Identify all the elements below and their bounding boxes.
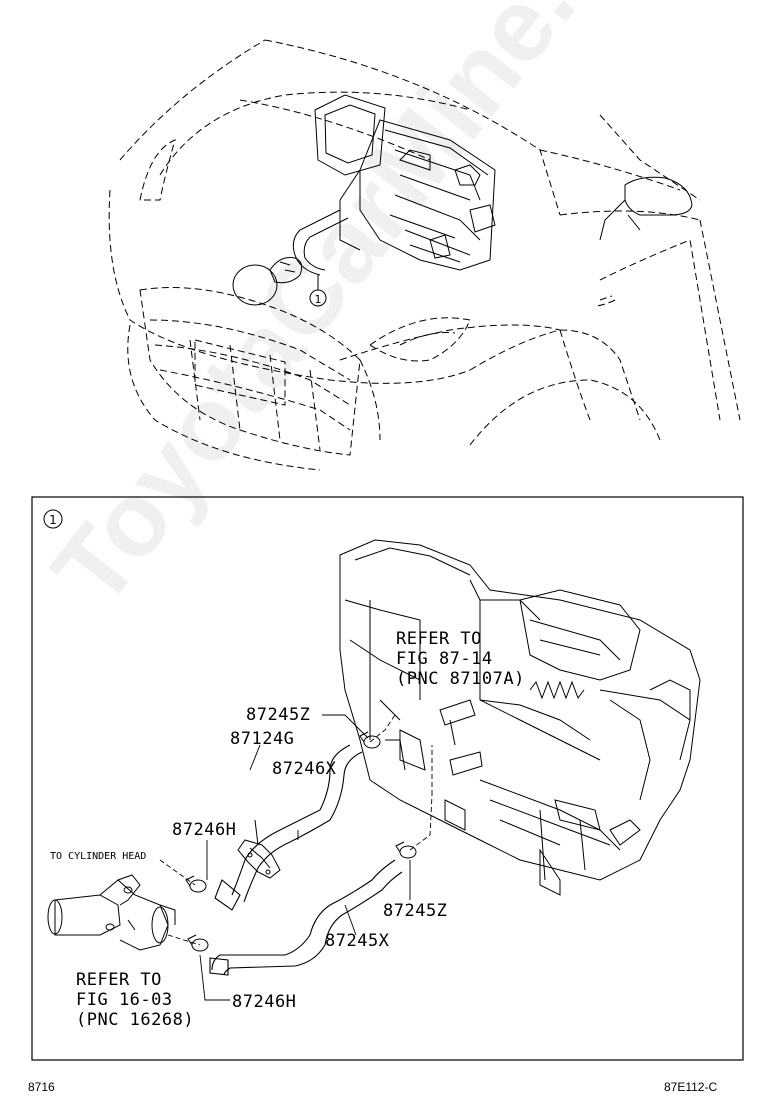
refer-87-14-line2: FIG 87-14 [396, 649, 493, 669]
part-label-87246X[interactable]: 87246X [272, 759, 337, 779]
vehicle-overview [108, 39, 741, 471]
bracket-87124G [237, 819, 281, 879]
side-mirror [599, 176, 693, 241]
part-label-87124G[interactable]: 87124G [230, 729, 295, 749]
heater-unit [339, 539, 701, 896]
detail-frame [31, 496, 744, 1061]
hose-87245X [209, 859, 403, 976]
part-label-87245Z-bottom[interactable]: 87245Z [383, 901, 448, 921]
refer-16-03-line2: FIG 16-03 [76, 990, 173, 1010]
refer-16-03-line1: REFER TO [76, 970, 162, 990]
part-label-87245Z-top[interactable]: 87245Z [246, 705, 311, 725]
part-label-87246H-bottom[interactable]: 87246H [232, 992, 297, 1012]
footer-left-code: 8716 [28, 1080, 55, 1094]
refer-87-14-line1: REFER TO [396, 629, 482, 649]
part-label-87245X[interactable]: 87245X [325, 931, 390, 951]
part-label-87246H-top[interactable]: 87246H [172, 820, 237, 840]
to-cylinder-head-label: TO CYLINDER HEAD [50, 851, 147, 862]
footer-right-code: 87E112-C [664, 1080, 718, 1094]
label-leaders [199, 714, 411, 1001]
top-hvac-unit [232, 94, 496, 307]
refer-87-14-line3: (PNC 87107A) [396, 669, 525, 689]
leader-lines [159, 714, 433, 946]
svg-text:1: 1 [49, 513, 57, 527]
refer-16-03-line3: (PNC 16268) [76, 1010, 195, 1030]
water-outlet [47, 874, 176, 951]
svg-text:1: 1 [315, 293, 322, 306]
clamps [185, 731, 417, 952]
